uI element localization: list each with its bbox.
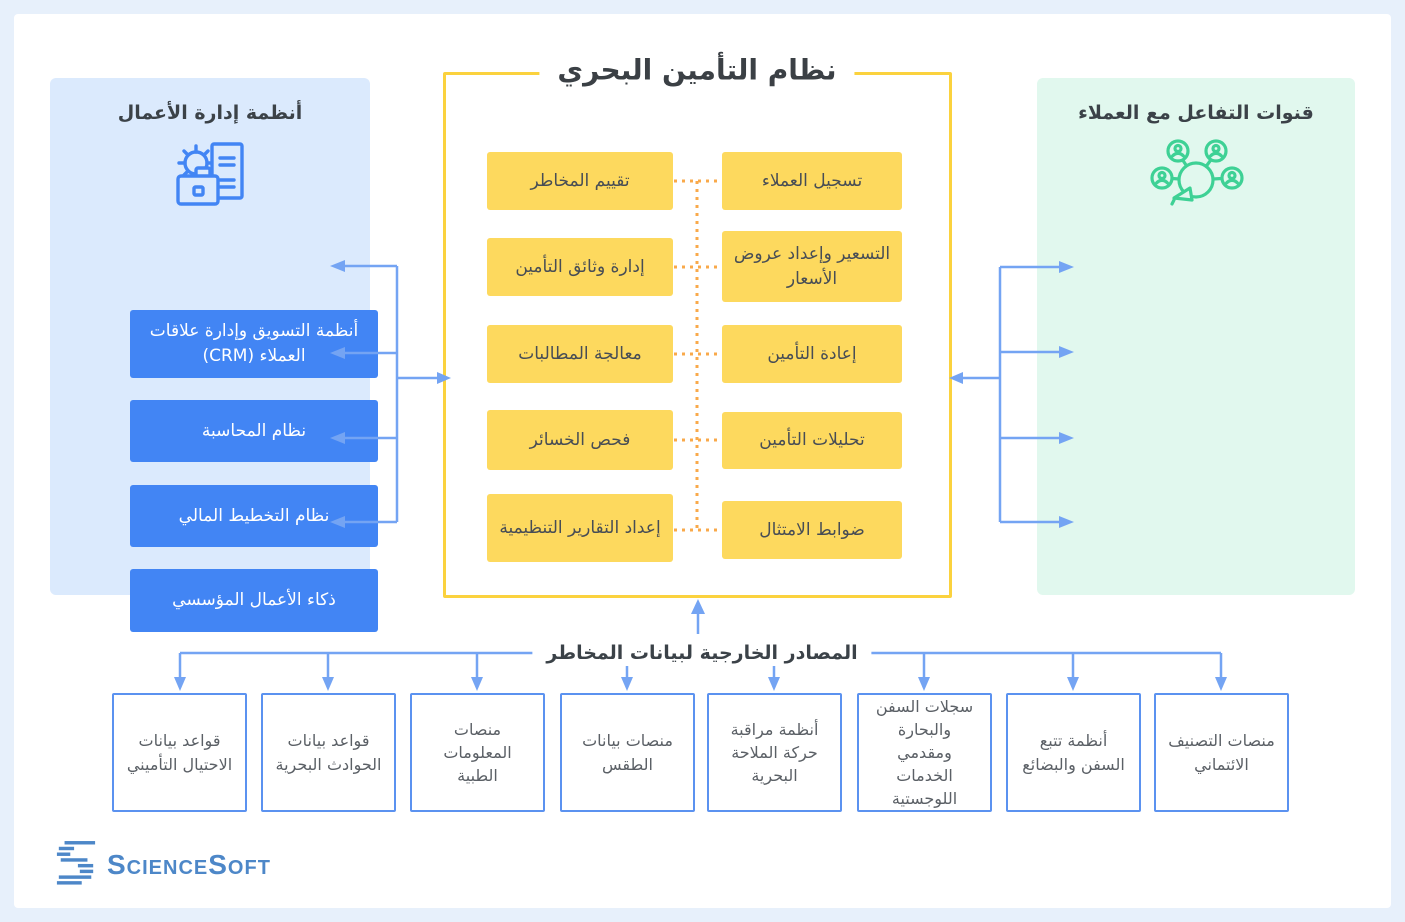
module-box: معالجة المطالبات bbox=[487, 325, 673, 383]
module-box: إعداد التقارير التنظيمية bbox=[487, 494, 673, 562]
sciencesoft-logo: ScienceSoft bbox=[55, 840, 271, 890]
business-system-box: ذكاء الأعمال المؤسسي bbox=[130, 569, 378, 632]
customer-network-icon bbox=[1148, 136, 1244, 220]
sciencesoft-logo-icon bbox=[55, 840, 97, 890]
business-system-box: أنظمة التسويق وإدارة علاقات العملاء (CRM… bbox=[130, 310, 378, 378]
external-source-box: أنظمة تتبع السفن والبضائع bbox=[1006, 693, 1141, 812]
briefcase-gear-document-icon bbox=[164, 136, 256, 220]
business-systems-panel: أنظمة إدارة الأعمال أنظمة التسويق وإدارة… bbox=[50, 78, 378, 632]
module-box: فحص الخسائر bbox=[487, 410, 673, 470]
module-box: إدارة وثائق التأمين bbox=[487, 238, 673, 296]
external-source-box: قواعد بيانات الاحتيال التأميني bbox=[112, 693, 247, 812]
external-source-box: منصات التصنيف الائتماني bbox=[1154, 693, 1289, 812]
external-source-box: قواعد بيانات الحوادث البحرية bbox=[261, 693, 396, 812]
customer-channels-title: قنوات التفاعل مع العملاء bbox=[1078, 102, 1314, 124]
module-box: إعادة التأمين bbox=[722, 325, 902, 383]
module-box: تسجيل العملاء bbox=[722, 152, 902, 210]
external-source-box: منصات بيانات الطقس bbox=[560, 693, 695, 812]
module-box: تحليلات التأمين bbox=[722, 412, 902, 469]
module-box: ضوابط الامتثال bbox=[722, 501, 902, 559]
external-source-box: سجلات السفن والبحارة ومقدمي الخدمات اللو… bbox=[857, 693, 992, 812]
module-box: التسعير وإعداد عروض الأسعار bbox=[722, 231, 902, 302]
external-source-box: منصات المعلومات الطبية bbox=[410, 693, 545, 812]
business-system-box: نظام المحاسبة bbox=[130, 400, 378, 462]
external-sources-title: المصادر الخارجية لبيانات المخاطر bbox=[532, 640, 872, 666]
business-systems-title: أنظمة إدارة الأعمال bbox=[117, 102, 303, 124]
external-source-box: أنظمة مراقبة حركة الملاحة البحرية bbox=[707, 693, 842, 812]
module-box: تقييم المخاطر bbox=[487, 152, 673, 210]
customer-channels-panel: قنوات التفاعل مع العملاء bbox=[1037, 78, 1355, 595]
business-system-box: نظام التخطيط المالي bbox=[130, 485, 378, 547]
marine-insurance-system-title: نظام التأمين البحري bbox=[539, 51, 855, 89]
sciencesoft-logo-text: ScienceSoft bbox=[107, 849, 271, 880]
